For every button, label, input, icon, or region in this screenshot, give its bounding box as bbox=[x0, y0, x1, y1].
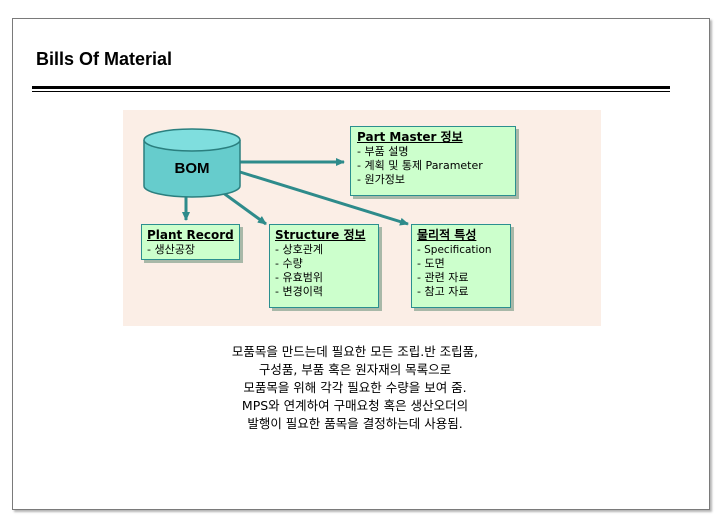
physical-item: - Specification bbox=[417, 244, 492, 256]
structure-box: Structure 정보 - 상호관계 - 수량 - 유효범위 - 변경이력 bbox=[269, 224, 379, 308]
structure-item: - 상호관계 bbox=[275, 243, 323, 256]
bom-cylinder: BOM bbox=[143, 128, 241, 198]
physical-item: - 관련 자료 bbox=[417, 271, 469, 284]
physical-box: 물리적 특성 - Specification - 도면 - 관련 자료 - 참고… bbox=[411, 224, 511, 308]
part-master-box: Part Master 정보 - 부품 설명 - 계획 및 통제 Paramet… bbox=[350, 126, 516, 196]
part-master-item: - 계획 및 통제 Parameter bbox=[357, 159, 483, 172]
description-line: MPS와 연계하여 구매요청 혹은 생산오더의 bbox=[241, 398, 469, 413]
bom-label: BOM bbox=[175, 160, 210, 177]
structure-item: - 수량 bbox=[275, 257, 303, 270]
structure-heading: Structure 정보 bbox=[275, 228, 366, 242]
arrow-to-structure bbox=[221, 190, 267, 226]
physical-item: - 참고 자료 bbox=[417, 285, 469, 298]
description-line: 모품목을 위해 각각 필요한 수량을 보여 줌. bbox=[243, 380, 467, 395]
title-divider bbox=[32, 86, 670, 89]
description: 모품목을 만드는데 필요한 모든 조립.반 조립품, 구성품, 부품 혹은 원자… bbox=[150, 343, 560, 433]
plant-record-heading: Plant Record bbox=[147, 228, 234, 242]
description-line: 구성품, 부품 혹은 원자재의 목록으로 bbox=[258, 362, 452, 377]
structure-item: - 유효범위 bbox=[275, 271, 323, 284]
title-divider-thin bbox=[32, 91, 670, 92]
page-title: Bills Of Material bbox=[36, 49, 173, 69]
structure-item: - 변경이력 bbox=[275, 285, 323, 298]
plant-record-box: Plant Record - 생산공장 bbox=[141, 224, 240, 260]
part-master-heading: Part Master 정보 bbox=[357, 130, 463, 144]
physical-heading: 물리적 특성 bbox=[417, 228, 477, 242]
part-master-item: - 원가정보 bbox=[357, 173, 405, 186]
arrow-to-physical bbox=[239, 170, 409, 226]
description-line: 모품목을 만드는데 필요한 모든 조립.반 조립품, bbox=[231, 344, 479, 359]
description-line: 발행이 필요한 품목을 결정하는데 사용됨. bbox=[247, 416, 463, 431]
plant-record-item: - 생산공장 bbox=[147, 243, 195, 256]
part-master-item: - 부품 설명 bbox=[357, 145, 409, 158]
physical-item: - 도면 bbox=[417, 257, 445, 270]
